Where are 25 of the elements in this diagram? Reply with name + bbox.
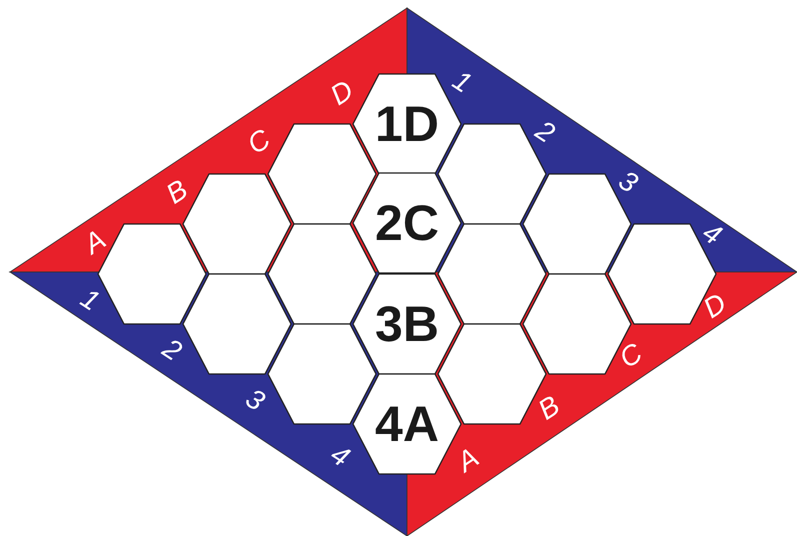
edge-coordinate-label: 2 [530, 116, 560, 148]
edge-coordinate-label: C [242, 124, 276, 160]
cell-label: 1D [375, 99, 439, 149]
hex-cell [353, 373, 461, 475]
edge-coordinate-label: C [614, 338, 648, 374]
cell-label: 2C [375, 198, 439, 248]
edge-coordinate-label: D [326, 76, 358, 110]
cell-label: 3B [375, 299, 439, 349]
hex-cell [268, 123, 376, 225]
edge-coordinate-label: A [80, 225, 110, 259]
edge-coordinate-label: 1 [448, 66, 476, 98]
cell-label: 4A [375, 399, 439, 449]
edge-coordinate-label: 3 [240, 384, 270, 416]
edge-coordinate-label: 4 [326, 440, 354, 472]
edge-coordinate-label: 2 [158, 334, 186, 366]
edge-coordinate-label: D [698, 288, 732, 324]
hex-cell [438, 223, 546, 325]
edge-coordinate-label: A [452, 443, 484, 477]
edge-coordinate-label: 1 [76, 284, 104, 316]
hex-cell [268, 223, 376, 325]
hex-cell [268, 323, 376, 425]
edge-coordinate-label: B [534, 391, 564, 425]
edge-coordinate-label: 3 [614, 166, 642, 198]
edge-coordinate-label: B [162, 175, 192, 209]
edge-coordinate-label: 4 [698, 218, 726, 250]
